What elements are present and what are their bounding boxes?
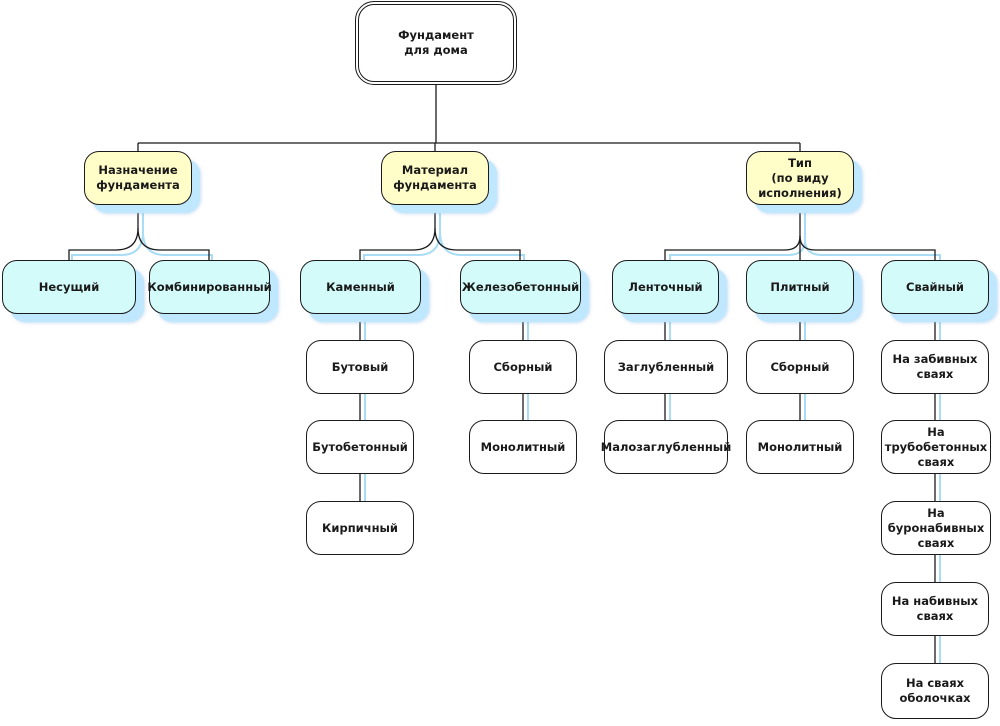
leaf-node-cast-piles: На набивных сваях	[881, 582, 989, 636]
leaf-node-pipe-concrete-piles: На трубобетонных сваях	[881, 420, 991, 474]
category-node-type: Тип (по виду исполнения)	[746, 151, 854, 205]
subtype-node-slab: Плитный	[746, 260, 854, 314]
leaf-node-rubble: Бутовый	[306, 340, 414, 394]
type-connectors	[664, 205, 941, 260]
material-connectors	[359, 205, 525, 260]
leaf-node-shell-piles: На сваях оболочках	[881, 663, 989, 719]
purpose-connectors	[68, 205, 213, 260]
leaf-node-rubble-concrete: Бутобетонный	[306, 420, 414, 474]
leaf-node-deep: Заглубленный	[604, 340, 728, 394]
root-node-foundation: Фундамент для дома	[355, 1, 517, 85]
subtype-node-combined: Комбинированный	[147, 260, 272, 314]
subtype-node-strip: Ленточный	[612, 260, 719, 314]
leaf-node-bored-piles: На буронабивных сваях	[881, 501, 991, 555]
chain-connectors	[359, 314, 941, 663]
subtype-node-bearing: Несущий	[2, 260, 136, 314]
category-node-material: Материал фундамента	[381, 151, 489, 205]
leaf-node-rc-monolithic: Монолитный	[469, 420, 577, 474]
subtype-node-stone: Каменный	[300, 260, 421, 314]
leaf-node-slab-monolithic: Монолитный	[746, 420, 854, 474]
leaf-node-driven-piles: На забивных сваях	[881, 340, 989, 394]
leaf-node-slab-prefab: Сборный	[746, 340, 854, 394]
leaf-node-rc-prefab: Сборный	[469, 340, 577, 394]
leaf-node-brick: Кирпичный	[306, 501, 414, 555]
category-node-purpose: Назначение фундамента	[84, 151, 192, 205]
leaf-node-shallow: Малозаглубленный	[601, 420, 731, 474]
subtype-node-pile: Свайный	[881, 260, 989, 314]
root-connectors	[137, 84, 801, 151]
subtype-node-reinforced-concrete: Железобетонный	[460, 260, 581, 314]
